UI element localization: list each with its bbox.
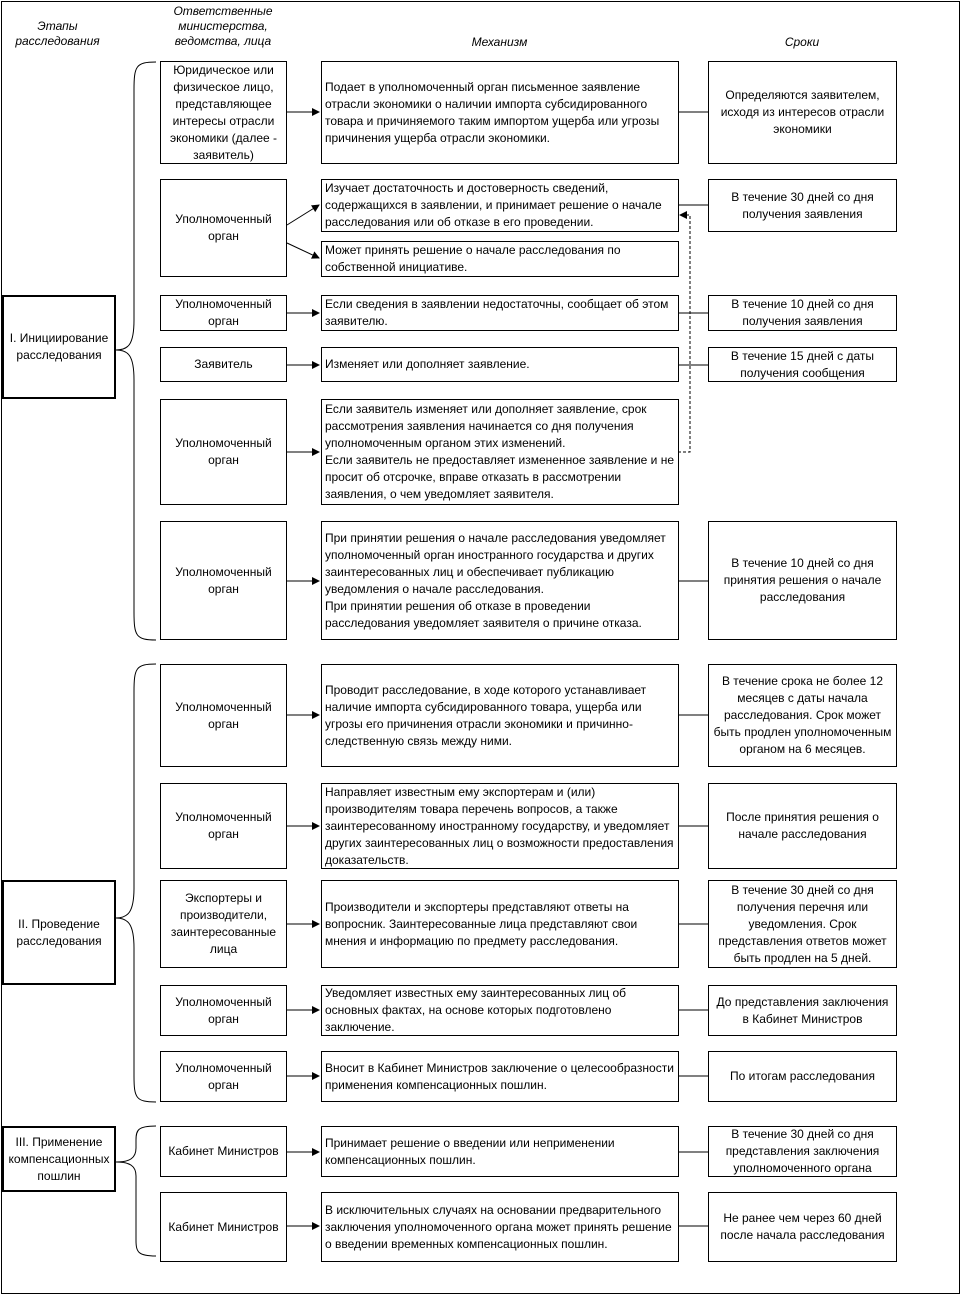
actor-box-11: Уполномоченный орган: [160, 1051, 287, 1102]
mechanism-box-6: При принятии решения о начале расследова…: [321, 521, 679, 640]
mechanism-text-6b: При принятии решения об отказе в проведе…: [325, 598, 642, 630]
mechanism-box-7: Проводит расследование, в ходе которого …: [321, 664, 679, 767]
arrow-row-2b: [286, 242, 320, 259]
actor-box-2: Уполномоченный орган: [160, 179, 287, 277]
mechanism-box-3: Если сведения в заявлении недостаточны, …: [321, 295, 679, 331]
mechanism-box-2a: Изучает достаточность и достоверность св…: [321, 179, 679, 232]
mechanism-text-5a: Если заявитель изменяет или дополняет за…: [325, 402, 647, 450]
term-text-13: Не ранее чем через 60 дней после начала …: [720, 1211, 885, 1242]
term-text-12: В течение 30 дней со дня представления з…: [725, 1127, 880, 1175]
actor-box-6: Уполномоченный орган: [160, 521, 287, 640]
term-text-6: В течение 10 дней со дня принятия решени…: [723, 556, 882, 604]
header-terms: Сроки: [784, 35, 820, 49]
term-box-4: В течение 15 дней с даты получения сообщ…: [708, 347, 897, 382]
actor-text-8: Уполномоченный орган: [175, 810, 272, 841]
mechanism-box-10: Уведомляет известных ему заинтересованны…: [321, 985, 679, 1036]
term-box-11: По итогам расследования: [708, 1051, 897, 1102]
term-box-13: Не ранее чем через 60 дней после начала …: [708, 1192, 897, 1262]
term-text-4: В течение 15 дней с даты получения сообщ…: [730, 348, 875, 380]
stage-3-label: III. Применение компенсационных пошлин: [8, 1134, 110, 1183]
term-text-3: В течение 10 дней со дня получения заявл…: [731, 297, 874, 328]
mechanism-box-12: Принимает решение о введении или неприме…: [321, 1126, 679, 1177]
brace-stage-2: [115, 663, 157, 1103]
stage-3-box: III. Применение компенсационных пошлин: [2, 1126, 116, 1192]
actor-box-9: Экспортеры и производители, заинтересова…: [160, 880, 287, 968]
actor-text-1: Юридическое или физическое лицо, предста…: [169, 62, 278, 162]
mechanism-text-2a: Изучает достаточность и достоверность св…: [325, 181, 662, 229]
actor-box-5: Уполномоченный орган: [160, 399, 287, 505]
actor-box-8: Уполномоченный орган: [160, 783, 287, 869]
actor-text-3: Уполномоченный орган: [175, 297, 272, 328]
term-box-10: До представления заключения в Кабинет Ми…: [708, 985, 897, 1036]
term-text-2: В течение 30 дней со дня получения заявл…: [731, 189, 874, 221]
mechanism-text-11: Вносит в Кабинет Министров заключение о …: [325, 1060, 674, 1092]
actor-box-13: Кабинет Министров: [160, 1192, 287, 1262]
term-text-8: После принятия решения о начале расследо…: [726, 810, 879, 841]
actor-text-13: Кабинет Министров: [168, 1219, 279, 1234]
term-text-11: По итогам расследования: [730, 1069, 875, 1083]
stage-2-box: II. Проведение расследования: [2, 880, 116, 985]
actor-text-5: Уполномоченный орган: [175, 436, 272, 467]
term-box-7: В течение срока не более 12 месяцев с да…: [708, 664, 897, 767]
actor-text-2: Уполномоченный орган: [175, 212, 272, 243]
arrow-row-2a: [286, 204, 320, 226]
actor-box-12: Кабинет Министров: [160, 1126, 287, 1177]
mechanism-text-13: В исключительных случаях на основании пр…: [325, 1202, 672, 1251]
term-box-1: Определяются заявителем, исходя из интер…: [708, 61, 897, 164]
brace-stage-3: [115, 1125, 157, 1257]
mechanism-text-9: Производители и экспортеры представляют …: [325, 899, 638, 948]
mechanism-box-13: В исключительных случаях на основании пр…: [321, 1192, 679, 1262]
mechanism-text-12: Принимает решение о введении или неприме…: [325, 1135, 615, 1167]
term-text-9: В течение 30 дней со дня получения переч…: [718, 882, 887, 965]
actor-text-10: Уполномоченный орган: [175, 994, 272, 1026]
mechanism-text-10: Уведомляет известных ему заинтересованны…: [325, 986, 627, 1034]
term-text-10: До представления заключения в Кабинет Ми…: [716, 994, 889, 1026]
term-box-9: В течение 30 дней со дня получения переч…: [708, 880, 897, 968]
mechanism-text-6a: При принятии решения о начале расследова…: [325, 530, 666, 596]
actor-text-6: Уполномоченный орган: [175, 564, 272, 596]
term-box-2: В течение 30 дней со дня получения заявл…: [708, 179, 897, 232]
stage-1-label: I. Инициирование расследования: [9, 331, 109, 362]
term-text-7: В течение срока не более 12 месяцев с да…: [713, 674, 892, 756]
mechanism-box-1: Подает в уполномоченный орган письменное…: [321, 61, 679, 164]
stage-2-label: II. Проведение расследования: [16, 916, 102, 948]
actor-text-7: Уполномоченный орган: [175, 699, 272, 731]
term-box-8: После принятия решения о начале расследо…: [708, 783, 897, 869]
mechanism-text-2b: Может принять решение о начале расследов…: [325, 243, 621, 274]
actor-box-3: Уполномоченный орган: [160, 295, 287, 331]
term-box-12: В течение 30 дней со дня представления з…: [708, 1126, 897, 1177]
mechanism-text-4: Изменяет или дополняет заявление.: [325, 357, 530, 371]
mechanism-box-5: Если заявитель изменяет или дополняет за…: [321, 399, 679, 505]
actor-box-4: Заявитель: [160, 347, 287, 382]
mechanism-text-1: Подает в уполномоченный орган письменное…: [325, 79, 660, 145]
header-mechanism: Механизм: [471, 35, 528, 49]
actor-box-10: Уполномоченный орган: [160, 985, 287, 1036]
brace-stage-1: [115, 61, 157, 641]
header-responsible: Ответственные министерства, ведомства, л…: [173, 4, 273, 48]
actor-text-9: Экспортеры и производители, заинтересова…: [170, 891, 277, 956]
actor-text-4: Заявитель: [194, 357, 253, 371]
mechanism-box-9: Производители и экспортеры представляют …: [321, 880, 679, 968]
term-box-3: В течение 10 дней со дня получения заявл…: [708, 295, 897, 331]
header-stages: Этапы расследования: [15, 19, 100, 48]
stage-1-box: I. Инициирование расследования: [2, 295, 116, 399]
mechanism-box-11: Вносит в Кабинет Министров заключение о …: [321, 1051, 679, 1102]
actor-text-12: Кабинет Министров: [168, 1144, 279, 1158]
mechanism-text-7: Проводит расследование, в ходе которого …: [325, 682, 647, 748]
actor-text-11: Уполномоченный орган: [175, 1060, 272, 1092]
dashed-feedback-arrow: [678, 211, 691, 453]
mechanism-box-2b: Может принять решение о начале расследов…: [321, 241, 679, 277]
mechanism-text-3: Если сведения в заявлении недостаточны, …: [325, 297, 669, 328]
actor-box-7: Уполномоченный орган: [160, 664, 287, 767]
term-box-6: В течение 10 дней со дня принятия решени…: [708, 521, 897, 640]
mechanism-text-5b: Если заявитель не предоставляет измененн…: [325, 453, 675, 501]
actor-box-1: Юридическое или физическое лицо, предста…: [160, 61, 287, 164]
term-text-1: Определяются заявителем, исходя из интер…: [720, 88, 885, 136]
mechanism-text-8: Направляет известным ему экспортерам и (…: [325, 784, 674, 867]
mechanism-box-8: Направляет известным ему экспортерам и (…: [321, 783, 679, 869]
mechanism-box-4: Изменяет или дополняет заявление.: [321, 347, 679, 382]
